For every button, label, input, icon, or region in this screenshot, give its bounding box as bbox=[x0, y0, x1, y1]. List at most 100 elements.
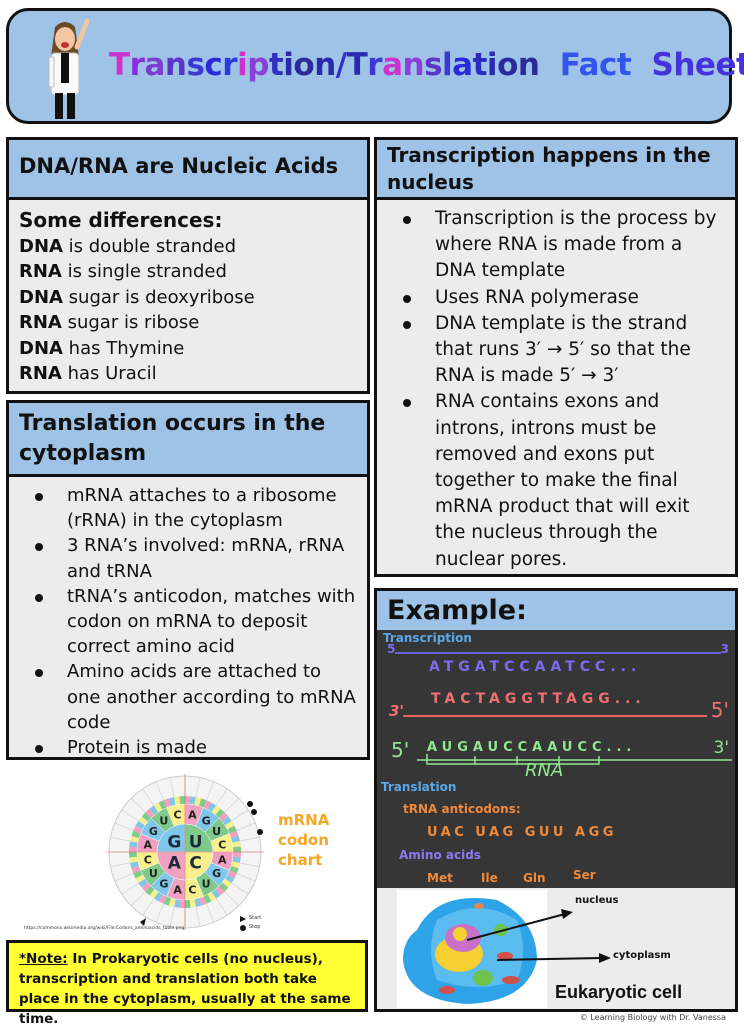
codon-divider bbox=[110, 836, 131, 842]
codon-third-base-segment bbox=[130, 835, 140, 843]
codon-divider bbox=[215, 898, 228, 916]
codon-third-base-segment bbox=[145, 885, 155, 896]
start-codon-marker bbox=[140, 918, 146, 926]
title-letter: l bbox=[442, 47, 453, 83]
title-letter: a bbox=[382, 47, 403, 83]
molecule-name: DNA bbox=[19, 235, 63, 257]
title-letter: i bbox=[486, 47, 498, 83]
difference-item: DNA sugar is deoxyribose bbox=[19, 285, 357, 311]
codon-third-base-segment bbox=[229, 830, 239, 839]
legend-start: Start bbox=[240, 914, 261, 923]
codon-second-base-letter: C bbox=[144, 853, 152, 866]
title-letter: s bbox=[186, 47, 205, 83]
title-letter: a bbox=[144, 47, 165, 83]
codon-third-base-segment bbox=[138, 878, 148, 888]
codon-third-base-segment bbox=[131, 830, 141, 839]
codon-third-base-segment bbox=[168, 897, 176, 907]
difference-text: sugar is deoxyribose bbox=[62, 286, 255, 308]
difference-item: RNA sugar is ribose bbox=[19, 310, 357, 336]
codon-divider bbox=[224, 798, 239, 813]
codon-divider bbox=[121, 809, 139, 822]
codon-third-base-segment bbox=[207, 802, 217, 813]
codon-third-base-segment bbox=[129, 852, 138, 858]
stop-codon-marker bbox=[251, 809, 257, 815]
differences-subheading: Some differences: bbox=[19, 208, 223, 232]
codon-divider bbox=[131, 891, 146, 906]
amino-acid: Ser bbox=[573, 868, 596, 882]
codon-third-base-segment bbox=[224, 874, 235, 884]
codon-third-base-segment bbox=[227, 825, 237, 834]
codon-third-base-segment bbox=[129, 841, 138, 848]
codon-second-base-letter: U bbox=[149, 867, 158, 880]
card-heading: Transcription happens in the nucleus bbox=[377, 140, 735, 200]
chalkboard-example: Transcription 5 3 ATGATCCAATCC... TACTAG… bbox=[377, 630, 735, 888]
codon-label-line: mRNA bbox=[278, 811, 330, 829]
bullet-item: Uses RNA polymerase bbox=[389, 285, 725, 311]
codon-second-base-letter: C bbox=[218, 839, 226, 852]
difference-item: DNA is double stranded bbox=[19, 234, 357, 260]
translation-bullet-list: mRNA attaches to a ribosome (rRNA) in th… bbox=[21, 483, 357, 760]
codon-third-base-segment bbox=[203, 800, 212, 810]
codon-divider bbox=[169, 777, 175, 798]
title-letter: n bbox=[164, 47, 187, 83]
coding-sequence: ATGATCCAATCC... bbox=[429, 659, 642, 675]
codon-third-base-segment bbox=[189, 796, 196, 805]
stop-circle-icon bbox=[240, 924, 246, 931]
codon-third-base-segment bbox=[222, 878, 232, 888]
codon-legend: Start Stop bbox=[240, 914, 261, 932]
codon-second-base-letter: G bbox=[202, 814, 211, 827]
codon-label-line: codon bbox=[278, 831, 329, 849]
title-letter: T bbox=[346, 47, 368, 83]
codon-third-base-segment bbox=[230, 835, 240, 843]
codon-divider bbox=[155, 781, 164, 801]
codon-divider bbox=[142, 898, 155, 916]
trna-label: tRNA anticodons: bbox=[403, 802, 521, 816]
codon-first-base-letter: A bbox=[168, 854, 182, 874]
bullet-item: Amino acids are attached to one another … bbox=[21, 659, 357, 735]
codon-divider bbox=[155, 903, 164, 923]
codon-first-base-letter: G bbox=[167, 832, 181, 852]
codon-third-base-segment bbox=[179, 899, 185, 908]
difference-text: has Thymine bbox=[62, 337, 185, 359]
prokaryote-note: *Note: In Prokaryotic cells (no nucleus)… bbox=[6, 940, 368, 1027]
rna-label: RNA bbox=[525, 760, 564, 781]
title-letter: a bbox=[452, 47, 473, 83]
codon-second-base-letter: G bbox=[149, 825, 158, 838]
codon-third-base-segment bbox=[130, 861, 140, 869]
codon-divider bbox=[224, 891, 239, 906]
codon-third-base-segment bbox=[189, 899, 196, 908]
card-body: mRNA attaches to a ribosome (rRNA) in th… bbox=[9, 477, 367, 760]
strand-end: 3 bbox=[720, 642, 729, 656]
translation-label: Translation bbox=[381, 780, 457, 794]
codon-third-base-segment bbox=[218, 812, 229, 822]
source-url[interactable]: https://commons.wikimedia.org/wiki/File:… bbox=[24, 926, 185, 931]
codon-third-base-segment bbox=[194, 897, 202, 907]
codon-divider bbox=[110, 862, 131, 868]
codon-first-base-letter: C bbox=[189, 854, 201, 874]
difference-text: is single stranded bbox=[61, 261, 227, 282]
codon-third-base-segment bbox=[153, 891, 163, 902]
title-word-transcription-translation: Transcription/Translation bbox=[109, 47, 540, 83]
molecule-name: RNA bbox=[19, 363, 62, 384]
template-strand-line bbox=[403, 715, 707, 717]
title-letter: o bbox=[497, 47, 518, 83]
molecule-name: DNA bbox=[19, 337, 63, 359]
codon-label-line: chart bbox=[278, 851, 323, 869]
codon-third-base-segment bbox=[158, 800, 167, 810]
codon-third-base-segment bbox=[138, 816, 148, 826]
codon-third-base-segment bbox=[203, 894, 212, 904]
codon-divider bbox=[169, 906, 175, 927]
codon-third-base-segment bbox=[135, 820, 146, 830]
template-sequence: TACTAGGTTAGG... bbox=[431, 691, 646, 707]
difference-text: is double stranded bbox=[62, 235, 237, 257]
title-letter: / bbox=[335, 47, 347, 83]
codon-third-base-segment bbox=[133, 825, 143, 834]
codon-divider bbox=[206, 781, 215, 801]
title-letter: T bbox=[109, 47, 130, 83]
title-letter: r bbox=[222, 47, 238, 83]
title-letter: i bbox=[283, 47, 294, 83]
codon-third-base-segment bbox=[224, 820, 235, 830]
codon-divider bbox=[236, 822, 256, 831]
